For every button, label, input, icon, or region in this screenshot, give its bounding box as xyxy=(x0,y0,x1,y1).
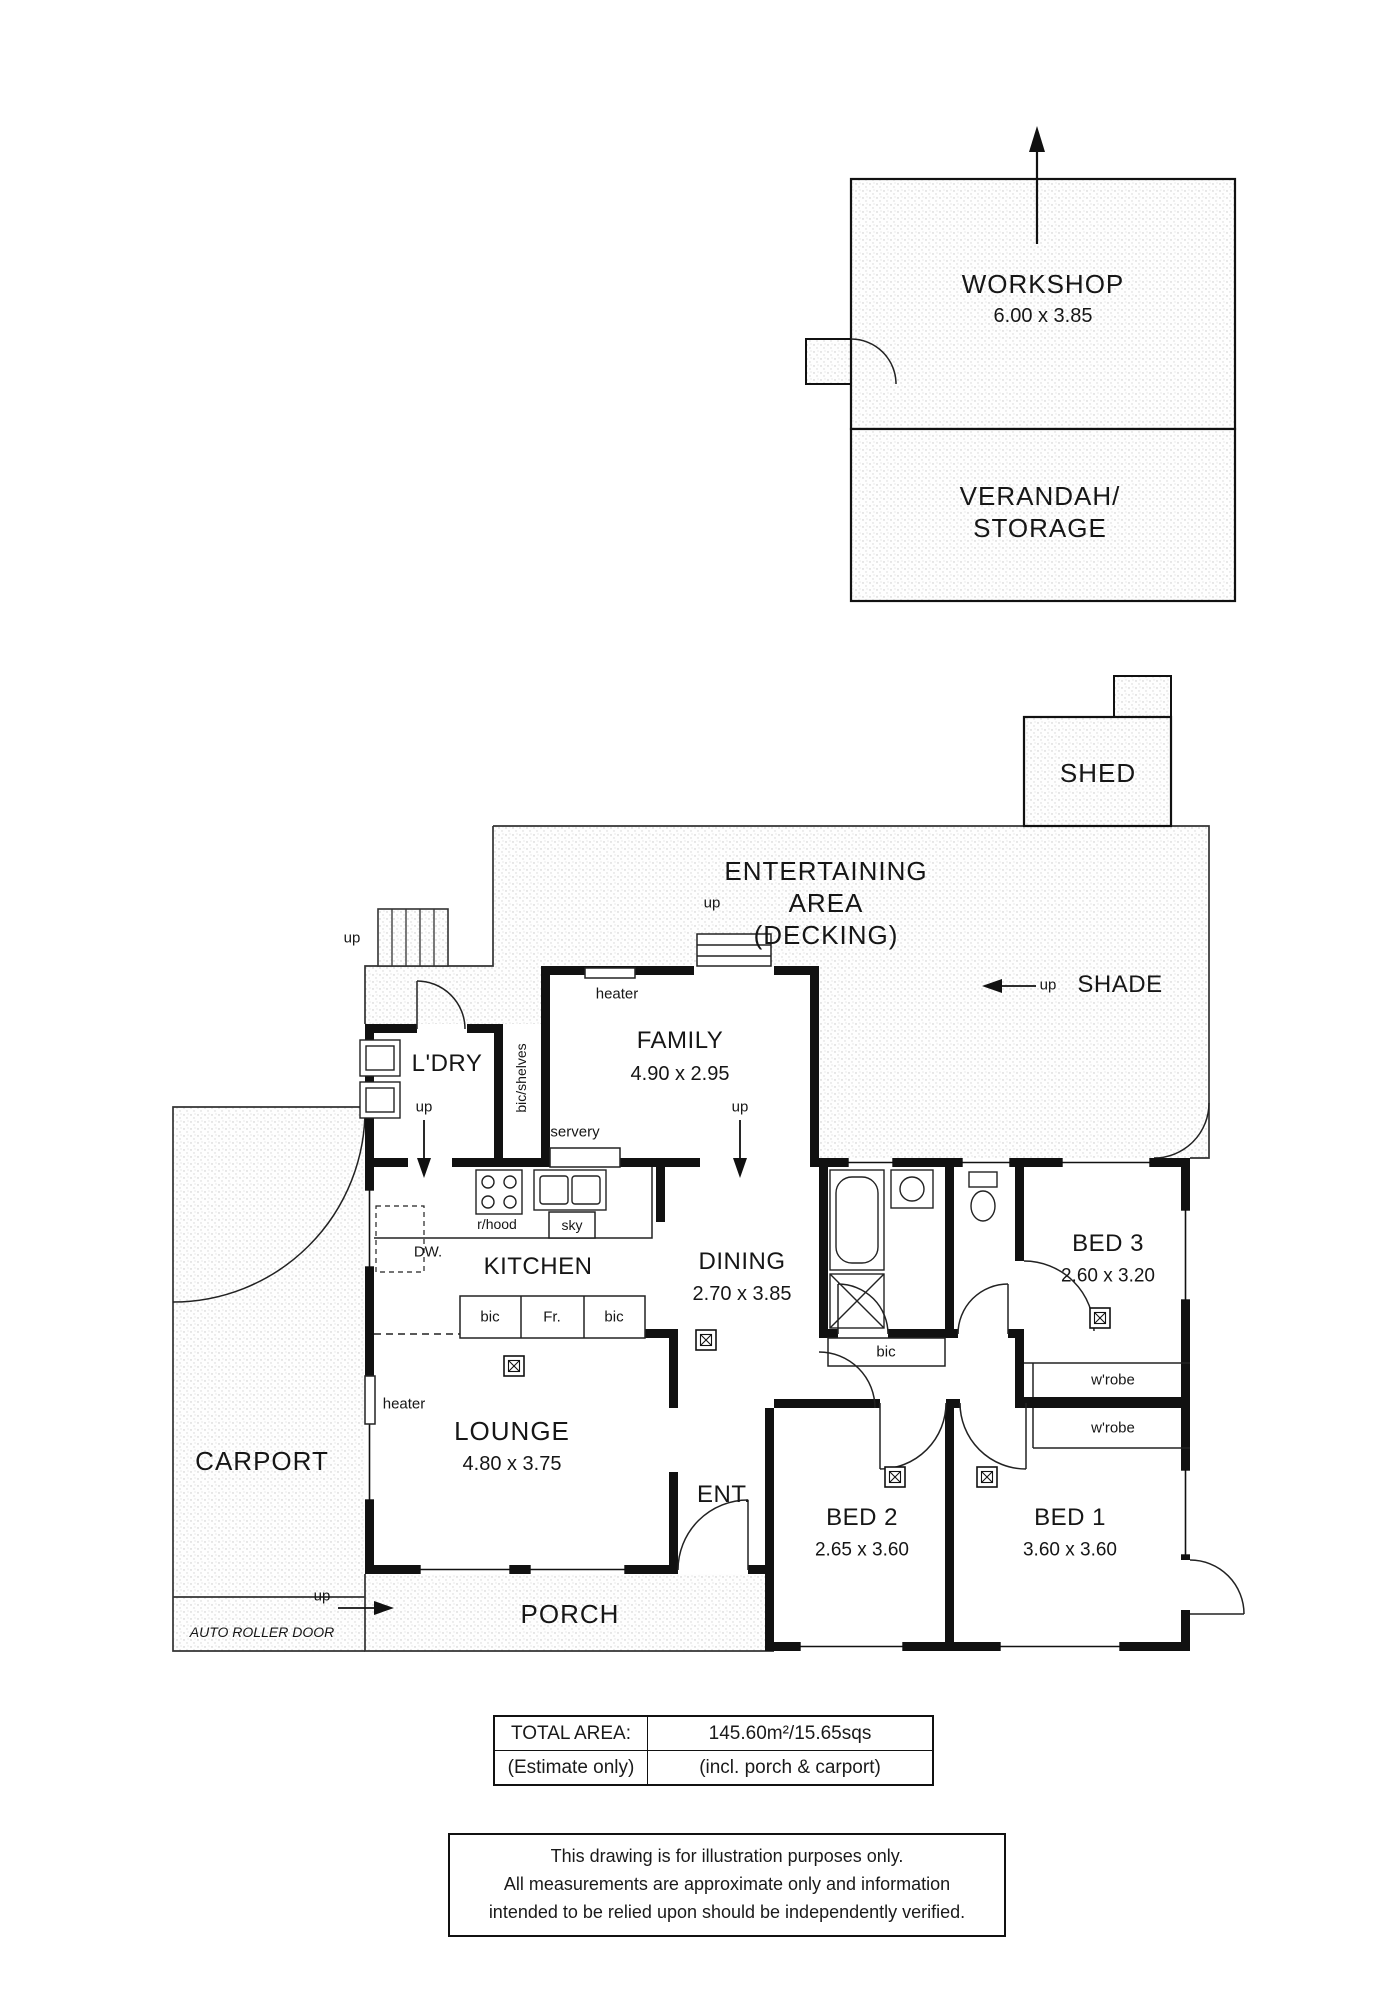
shade-label: SHADE xyxy=(1077,971,1163,998)
dining-label: DINING xyxy=(698,1248,786,1275)
up-label-family-steps: up xyxy=(703,894,721,912)
entertaining-label-line1: ENTERTAINING xyxy=(724,856,928,886)
bed2-dims: 2.65 x 3.60 xyxy=(814,1539,910,1561)
fridge-label: Fr. xyxy=(543,1308,561,1326)
bath-icon xyxy=(829,1169,885,1271)
dining-dims: 2.70 x 3.85 xyxy=(692,1283,792,1305)
auto-roller-door-label: AUTO ROLLER DOOR xyxy=(189,1624,335,1640)
rangehood-label: r/hood xyxy=(477,1216,517,1232)
area-note: (incl. porch & carport) xyxy=(647,1750,934,1786)
workshop-outline xyxy=(805,126,1237,431)
arrows xyxy=(338,979,1036,1615)
bic-label-hall: bic xyxy=(876,1343,896,1361)
disclaimer-box: This drawing is for illustration purpose… xyxy=(448,1833,1006,1937)
shade-arrow xyxy=(982,979,1036,993)
carport-label: CARPORT xyxy=(195,1446,329,1476)
bic-shelves-label: bic/shelves xyxy=(513,1043,529,1113)
entertaining-label-line3: (DECKING) xyxy=(753,920,899,950)
decking-area xyxy=(364,825,1210,1159)
porch-area xyxy=(364,1574,774,1652)
up-label-dining: up xyxy=(731,1098,749,1116)
total-area-label: TOTAL AREA: xyxy=(493,1715,648,1751)
total-area-value: 145.60m²/15.65sqs xyxy=(647,1715,934,1751)
bed2-label: BED 2 xyxy=(826,1504,898,1531)
up-arrow-dining xyxy=(733,1120,747,1178)
disclaimer-line2: All measurements are approximate only an… xyxy=(503,1873,951,1894)
estimate-label: (Estimate only) xyxy=(493,1750,648,1786)
wrobe-label-bed3: w'robe xyxy=(1091,1371,1135,1389)
toilet-icon xyxy=(968,1171,998,1222)
up-label-kitchen: up xyxy=(415,1098,433,1116)
dishwasher-label: DW. xyxy=(413,1243,443,1261)
family-dims: 4.90 x 2.95 xyxy=(630,1063,730,1085)
entry-label: ENT. xyxy=(696,1481,752,1508)
bic-label-kitchen-1: bic xyxy=(480,1308,500,1326)
verandah-outline xyxy=(849,427,1237,603)
heater-label-lounge: heater xyxy=(382,1395,426,1413)
wrobe-label-bed1: w'robe xyxy=(1091,1419,1135,1437)
kitchen-label: KITCHEN xyxy=(483,1253,593,1280)
joinery xyxy=(364,933,1190,1449)
windows xyxy=(365,1158,1190,1651)
workshop-dims: 6.00 x 3.85 xyxy=(993,305,1093,327)
sink-icon xyxy=(533,1169,607,1211)
bed3-label: BED 3 xyxy=(1072,1230,1144,1257)
up-label-porch: up xyxy=(313,1587,331,1605)
area-summary-table: TOTAL AREA: 145.60m²/15.65sqs (Estimate … xyxy=(493,1715,934,1786)
bed1-label: BED 1 xyxy=(1034,1504,1106,1531)
up-label-stairs: up xyxy=(343,929,361,947)
verandah-label-line2: STORAGE xyxy=(973,513,1107,543)
north-arrow-icon xyxy=(1029,126,1045,152)
lounge-dims: 4.80 x 3.75 xyxy=(462,1453,562,1475)
stove-icon xyxy=(475,1169,523,1215)
family-label: FAMILY xyxy=(636,1027,724,1054)
interior-floors xyxy=(365,966,1190,1651)
bic-label-kitchen-2: bic xyxy=(604,1308,624,1326)
disclaimer-line1: This drawing is for illustration purpose… xyxy=(550,1846,904,1866)
basin-icon xyxy=(890,1169,934,1209)
verandah-label-line1: VERANDAH/ xyxy=(959,481,1121,511)
entertaining-label-line2: AREA xyxy=(788,888,864,918)
workshop-label: WORKSHOP xyxy=(961,269,1125,299)
heater-label-family: heater xyxy=(595,985,639,1003)
outdoor-stairs xyxy=(377,908,449,967)
porch-label: PORCH xyxy=(520,1599,620,1629)
carport-area xyxy=(172,1106,366,1652)
up-label-shade: up xyxy=(1039,976,1057,994)
servery-label: servery xyxy=(550,1123,600,1141)
shed-label: SHED xyxy=(1059,758,1137,788)
laundry-label: L'DRY xyxy=(411,1050,483,1077)
skylight-label: sky xyxy=(561,1217,583,1233)
disclaimer-line3: intended to be relied upon should be ind… xyxy=(488,1901,966,1922)
up-arrow-kitchen xyxy=(417,1120,431,1178)
shed-outline xyxy=(1022,675,1173,828)
bed1-dims: 3.60 x 3.60 xyxy=(1022,1539,1118,1561)
porch-arrow xyxy=(338,1601,394,1615)
lounge-label: LOUNGE xyxy=(454,1416,570,1446)
fixtures xyxy=(359,1039,998,1329)
bed3-dims: 2.60 x 3.20 xyxy=(1060,1265,1156,1287)
